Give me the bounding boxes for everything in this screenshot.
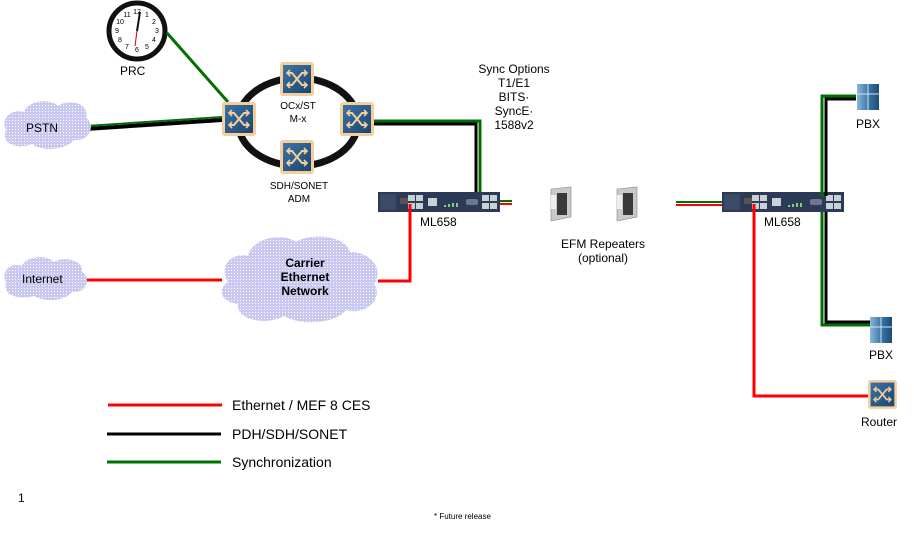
pbx-top-icon [856,83,880,111]
pbx-top-label: PBX [856,117,881,131]
footnote: * Future release [434,512,491,521]
pdh-link-pbx-top [824,97,856,196]
efm-label-main: EFM Repeaters [560,237,646,251]
sync-option-item: T1/E1 [497,76,530,90]
carrier-line-3: Network [281,284,329,298]
sync-options-block: Sync Options T1/E1 BITS· SyncE· 1588v2 [470,62,558,132]
pstn-label: PSTN [26,121,59,135]
legend-ethernet-label: Ethernet / MEF 8 CES [232,397,371,413]
efm-label: EFM Repeaters (optional) [548,237,658,265]
svg-text:2: 2 [152,19,156,26]
sync-link-pstn [85,116,223,127]
svg-text:12: 12 [133,9,141,16]
svg-text:3: 3 [155,28,159,35]
legend-pdh-label: PDH/SDH/SONET [232,426,348,442]
router-icon [867,379,898,410]
ring-top-label-line1: OCx/ST [280,101,316,112]
pdh-link-pstn [85,118,223,131]
ring-top-label-line2: M-x [289,114,307,125]
svg-text:6: 6 [135,47,139,54]
pdh-link-ring-ml658 [374,122,478,196]
efm-label-sub: (optional) [577,251,629,265]
ring-bottom-label: SDH/SONET ADM [264,180,334,206]
ring-top-label: OCx/ST M-x [275,100,321,126]
pbx-bottom-label: PBX [869,348,894,362]
legend-sync-label: Synchronization [232,454,332,470]
carrier-ethernet-cloud-icon [221,236,378,323]
ring-switch-top-icon [279,61,315,97]
svg-text:4: 4 [152,37,156,44]
internet-label: Internet [22,272,63,286]
router-label: Router [861,415,898,429]
carrier-line-2: Ethernet [280,270,330,284]
sync-link-prc [165,32,230,103]
sync-link-ring-ml658 [374,119,482,196]
sync-option-item: SyncE· [494,104,534,118]
carrier-ethernet-label: Carrier Ethernet Network [270,256,340,298]
svg-text:8: 8 [118,37,122,44]
svg-text:7: 7 [125,44,129,51]
svg-text:10: 10 [116,19,124,26]
internet-cloud-icon [4,257,87,301]
eth-link-ml658-carrier [378,204,412,283]
ring-switch-left-icon [221,101,257,137]
ml658-left-label: ML658 [420,215,457,229]
svg-text:1: 1 [145,12,149,19]
prc-label: PRC [120,64,146,78]
svg-text:5: 5 [145,44,149,51]
ml658-right-label: ML658 [764,215,801,229]
svg-text:11: 11 [123,12,130,19]
ring-switch-bottom-icon [279,139,315,175]
sync-link-pbx-top [820,94,856,196]
efm-repeater-1-icon [550,186,572,222]
ring-switch-right-icon [339,101,375,137]
eth-link-router [752,204,868,398]
sync-option-item: BITS· [498,90,530,104]
page-number: 1 [18,491,25,505]
efm-repeater-2-icon [616,186,638,222]
pstn-cloud-icon [4,101,91,149]
pbx-bottom-icon [869,316,893,344]
sync-option-item: 1588v2 [494,118,534,132]
pdh-link-pbx-bottom [824,212,870,324]
ring-bottom-label-line1: SDH/SONET [269,181,329,192]
svg-text:9: 9 [115,28,119,35]
sync-options-title: Sync Options [478,62,550,76]
sync-link-pbx-bottom [820,212,870,327]
ml658-left-device [378,192,500,212]
carrier-line-1: Carrier [285,256,325,270]
ring-bottom-label-line2: ADM [287,194,311,205]
